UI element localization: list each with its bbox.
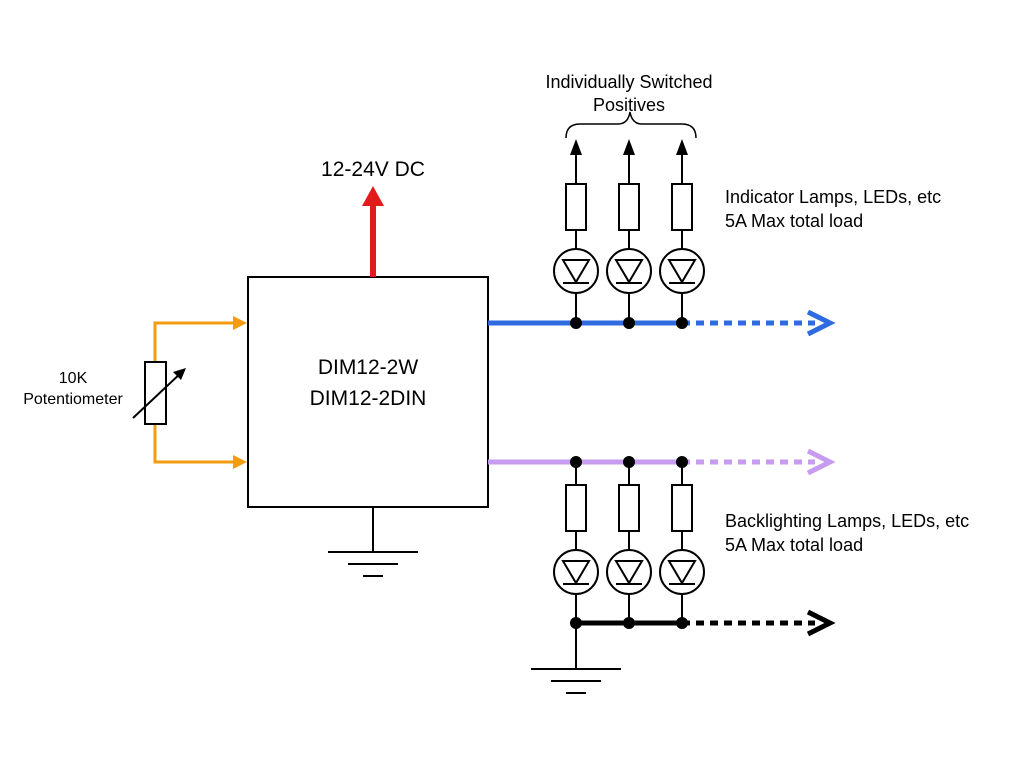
supply-arrow-head: [362, 186, 384, 206]
switched-positive-arrow: [623, 139, 635, 155]
backlight-junction-dot: [570, 456, 582, 468]
switched-positives-brace: [565, 111, 697, 139]
return-junction-dot: [570, 617, 582, 629]
backlight-output-bus: [488, 448, 836, 476]
indicator-junction-dot: [570, 317, 582, 329]
indicator-led-icon: [553, 248, 599, 294]
backlight-resistor: [618, 484, 640, 532]
pot-arrow-top: [233, 316, 247, 330]
indicator-arrow-head: [806, 309, 836, 337]
pot-label-line1: 10K: [59, 370, 88, 387]
switched-label-line2: Positives: [593, 95, 665, 115]
potentiometer-wiring: [153, 316, 247, 469]
indicator-label-line2: 5A Max total load: [725, 211, 863, 231]
backlight-resistor: [671, 484, 693, 532]
indicator-resistor: [671, 183, 693, 231]
backlight-led-icon: [553, 549, 599, 595]
indicator-junction-dot: [676, 317, 688, 329]
switched-positive-arrow: [676, 139, 688, 155]
backlight-led-icon: [659, 549, 705, 595]
return-bus: [576, 609, 836, 637]
potentiometer-symbol: [132, 361, 186, 425]
indicator-led-icon: [659, 248, 705, 294]
dimmer-module-box: [247, 276, 489, 508]
backlight-led-icon: [606, 549, 652, 595]
indicator-label-line1: Indicator Lamps, LEDs, etc: [725, 187, 941, 207]
supply-label: 12-24V DC: [321, 158, 425, 181]
supply-wire: [362, 186, 384, 277]
backlight-label-line2: 5A Max total load: [725, 535, 863, 555]
module-name-line1: DIM12-2W: [318, 356, 419, 379]
return-ground-symbol: [531, 623, 621, 694]
indicator-output-bus: [488, 309, 836, 337]
backlight-arrow-head: [806, 448, 836, 476]
switched-positive-arrow: [570, 139, 582, 155]
backlight-junction-dot: [676, 456, 688, 468]
return-junction-dot: [676, 617, 688, 629]
pot-arrow-bottom: [233, 455, 247, 469]
indicator-led-icon: [606, 248, 652, 294]
backlight-load-branches: [553, 456, 705, 629]
backlight-junction-dot: [623, 456, 635, 468]
switched-label-line1: Individually Switched: [545, 72, 712, 92]
indicator-load-branches: [553, 139, 705, 329]
module-ground-symbol: [328, 507, 418, 577]
return-arrow-head: [806, 609, 836, 637]
backlight-label-line1: Backlighting Lamps, LEDs, etc: [725, 511, 969, 531]
pot-label-line2: Potentiometer: [23, 391, 123, 408]
backlight-resistor: [565, 484, 587, 532]
indicator-resistor: [565, 183, 587, 231]
module-name-line2: DIM12-2DIN: [310, 387, 427, 410]
indicator-junction-dot: [623, 317, 635, 329]
indicator-resistor: [618, 183, 640, 231]
return-junction-dot: [623, 617, 635, 629]
